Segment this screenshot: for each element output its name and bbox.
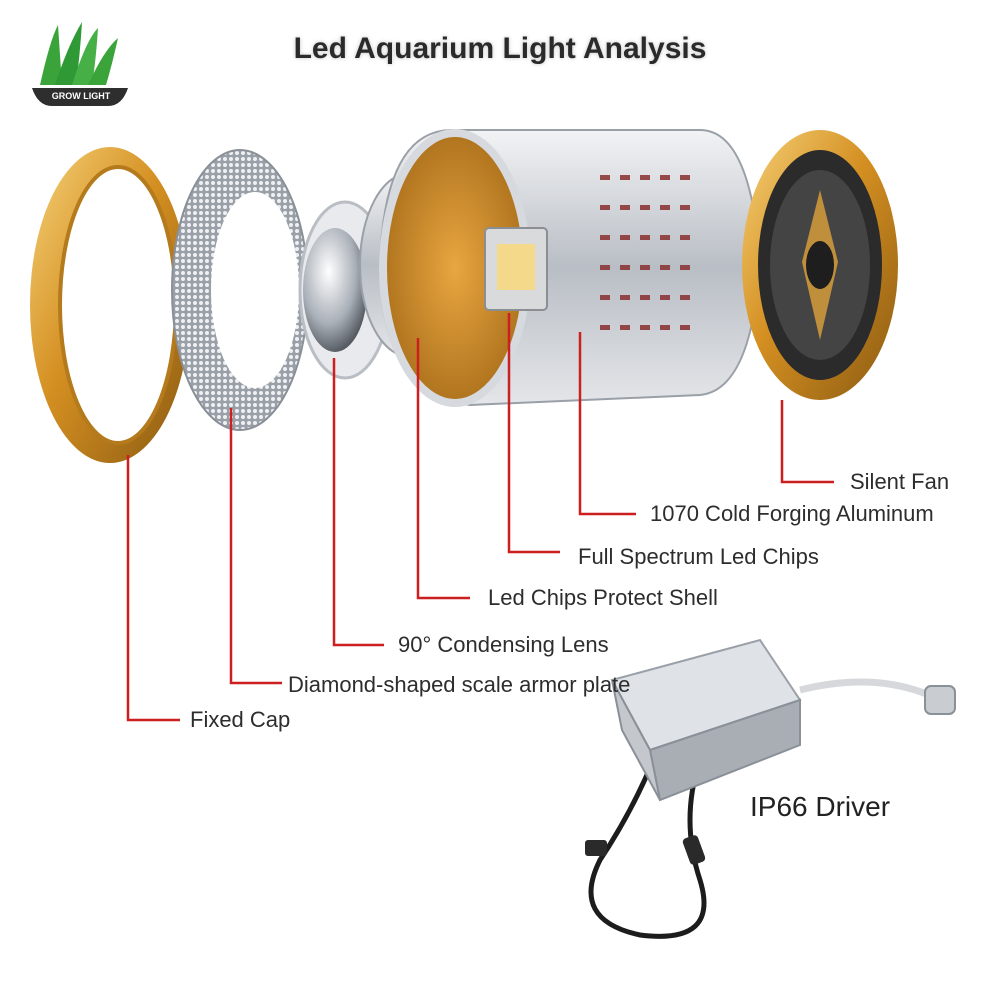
label-led-chips: Full Spectrum Led Chips	[578, 544, 819, 569]
label-driver: IP66 Driver	[750, 791, 891, 822]
led-chip	[484, 227, 548, 311]
leader-fixed-cap	[126, 455, 180, 722]
aluminum-body	[378, 129, 762, 407]
label-lens: 90° Condensing Lens	[398, 632, 609, 657]
label-aluminum: 1070 Cold Forging Aluminum	[650, 501, 934, 526]
label-fixed-cap: Fixed Cap	[190, 707, 291, 732]
leader-lens	[332, 358, 384, 647]
logo-text: GROW LIGHT	[51, 91, 111, 101]
leader-led-chips	[507, 313, 560, 554]
grow-light-logo	[32, 22, 128, 106]
leader-lines	[126, 313, 834, 722]
vent-holes	[600, 175, 690, 330]
label-silent-fan: Silent Fan	[850, 469, 950, 494]
fixed-cap-ring	[30, 147, 190, 463]
leader-armor-plate	[229, 408, 282, 685]
label-armor-plate: Diamond-shaped scale armor plate	[288, 672, 631, 697]
leader-protect-shell	[416, 338, 470, 600]
armor-plate-reflector	[171, 149, 309, 431]
label-protect-shell: Led Chips Protect Shell	[488, 585, 718, 610]
silent-fan	[742, 130, 898, 400]
leader-silent-fan	[780, 400, 834, 484]
leader-aluminum	[578, 332, 636, 516]
page-title: Led Aquarium Light Analysis	[293, 32, 707, 65]
ip66-driver	[585, 638, 956, 939]
